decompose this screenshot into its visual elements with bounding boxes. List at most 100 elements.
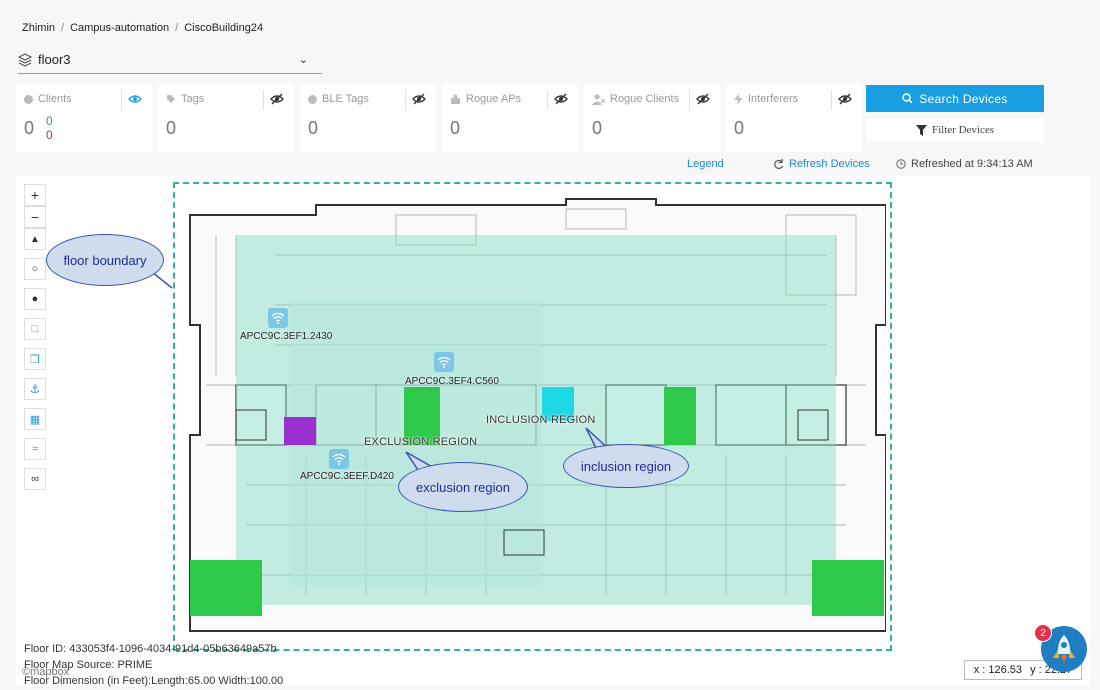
breadcrumb-separator: / xyxy=(175,22,179,34)
card-interferers[interactable]: Interferers 0 xyxy=(726,84,862,152)
floor-select[interactable]: floor3 ⌄ xyxy=(18,46,322,74)
map-toolbar: + − ▲ ○ ● □ ❐ ⚓ ▦ ≈ ∞ xyxy=(24,184,46,498)
coord-x: x : 126.53 xyxy=(973,664,1023,676)
bluetooth-icon xyxy=(308,94,317,104)
card-tags[interactable]: Tags 0 xyxy=(158,84,294,152)
card-count: 0 xyxy=(734,118,745,138)
reset-north-button[interactable]: ▲ xyxy=(24,228,46,250)
card-header: Clients xyxy=(24,93,72,105)
access-point-icon[interactable] xyxy=(268,308,288,328)
divider xyxy=(831,90,832,110)
breadcrumb-item-campus[interactable]: Campus-automation xyxy=(70,22,170,34)
eye-off-icon[interactable] xyxy=(270,92,284,106)
card-label: Rogue Clients xyxy=(610,93,680,105)
search-devices-label: Search Devices xyxy=(919,91,1008,106)
room-green-right xyxy=(664,387,696,445)
room-green-bl xyxy=(190,560,262,616)
link-icon: ∞ xyxy=(31,473,39,485)
floor-boundary[interactable] xyxy=(173,182,892,651)
card-clients[interactable]: Clients 0 0 0 xyxy=(16,84,152,152)
divider xyxy=(121,90,122,110)
anchor-button[interactable]: ⚓ xyxy=(24,378,46,400)
divider xyxy=(405,90,406,110)
card-count: 0 xyxy=(592,118,603,138)
filter-devices-button[interactable]: Filter Devices xyxy=(866,118,1044,142)
breadcrumb: Zhimin / Campus-automation / CiscoBuildi… xyxy=(22,22,263,34)
access-point-label: APCC9C.3EF1.2430 xyxy=(240,331,333,342)
card-count: 0 xyxy=(166,118,177,138)
rogue-ap-icon xyxy=(451,94,460,104)
inclusion-region-callout: inclusion region xyxy=(563,444,689,488)
rocket-icon xyxy=(1053,635,1075,663)
breadcrumb-item-zhimin[interactable]: Zhimin xyxy=(22,22,56,34)
minus-icon: − xyxy=(30,209,40,225)
pin-icon: ● xyxy=(31,293,39,305)
refresh-devices-link[interactable]: Refresh Devices xyxy=(773,158,870,170)
divider xyxy=(547,90,548,110)
access-point-icon[interactable] xyxy=(329,449,349,469)
card-rogue-clients[interactable]: Rogue Clients 0 xyxy=(584,84,720,152)
clock-icon xyxy=(896,159,906,169)
access-point-icon[interactable] xyxy=(434,352,454,372)
room-cyan xyxy=(542,387,574,421)
eye-off-icon[interactable] xyxy=(412,92,426,106)
floor-map-source: Floor Map Source: PRIME xyxy=(24,659,153,671)
copy-region-button[interactable]: ❐ xyxy=(24,348,46,370)
pin-button[interactable]: ● xyxy=(24,288,46,310)
draw-rectangle-button[interactable]: □ xyxy=(24,318,46,340)
link-button[interactable]: ∞ xyxy=(24,468,46,490)
mapbox-attribution[interactable]: ©mapbox xyxy=(22,666,70,678)
refresh-icon xyxy=(774,158,784,169)
wifi-icon xyxy=(437,356,451,368)
plus-icon: + xyxy=(30,187,40,203)
rogue-client-icon xyxy=(592,94,605,105)
card-label: Interferers xyxy=(748,93,799,105)
card-header: Rogue Clients xyxy=(592,93,679,105)
circle-icon xyxy=(24,94,33,104)
wifi-button[interactable]: ≈ xyxy=(24,438,46,460)
card-subcounts: 0 0 xyxy=(46,114,53,142)
floor-info: Floor ID: 433053f4-1096-4034-91d4-05b636… xyxy=(24,641,283,689)
target-icon: ○ xyxy=(31,263,39,275)
refresh-devices-label: Refresh Devices xyxy=(789,158,870,170)
anchor-icon: ⚓ xyxy=(29,382,41,396)
room-green-br xyxy=(812,560,884,616)
stairs xyxy=(235,409,829,556)
card-header: Tags xyxy=(166,93,204,105)
search-icon xyxy=(902,93,913,104)
draw-point-button[interactable]: ○ xyxy=(24,258,46,280)
floor-id: Floor ID: 433053f4-1096-4034-91d4-05b636… xyxy=(24,643,277,655)
card-ble-tags[interactable]: BLE Tags 0 xyxy=(300,84,436,152)
zone-button[interactable]: ▦ xyxy=(24,408,46,430)
zone-icon: ▦ xyxy=(29,413,41,426)
refreshed-time: Refreshed at 9:34:13 AM xyxy=(911,158,1033,170)
layers-icon xyxy=(18,52,32,67)
refreshed-status: Refreshed at 9:34:13 AM xyxy=(896,158,1033,170)
card-label: BLE Tags xyxy=(322,93,369,105)
search-devices-button[interactable]: Search Devices xyxy=(866,85,1044,112)
floor-select-value: floor3 xyxy=(38,52,71,67)
eye-off-icon[interactable] xyxy=(554,92,568,106)
card-label: Tags xyxy=(181,93,205,105)
room-purple xyxy=(284,417,316,445)
card-rogue-aps[interactable]: Rogue APs 0 xyxy=(442,84,578,152)
exclusion-region-callout: exclusion region xyxy=(398,462,528,512)
legend-link[interactable]: Legend xyxy=(687,158,724,170)
floor-plan[interactable] xyxy=(186,195,886,635)
card-count: 0 xyxy=(24,118,35,138)
zoom-in-button[interactable]: + xyxy=(24,184,46,206)
access-point-label: APCC9C.3EEF.D420 xyxy=(300,471,394,482)
card-label: Clients xyxy=(38,93,72,105)
card-label: Rogue APs xyxy=(466,93,522,105)
filter-devices-label: Filter Devices xyxy=(931,124,994,136)
floor-boundary-callout: floor boundary xyxy=(46,234,164,286)
eye-icon[interactable] xyxy=(128,92,142,106)
unassociated-count: 0 xyxy=(46,128,53,142)
breadcrumb-item-building[interactable]: CiscoBuilding24 xyxy=(184,22,264,34)
divider xyxy=(689,90,690,110)
wifi-icon: ≈ xyxy=(31,443,39,455)
copy-icon: ❐ xyxy=(30,353,40,366)
eye-off-icon[interactable] xyxy=(838,92,852,106)
zoom-out-button[interactable]: − xyxy=(24,206,46,228)
eye-off-icon[interactable] xyxy=(696,92,710,106)
